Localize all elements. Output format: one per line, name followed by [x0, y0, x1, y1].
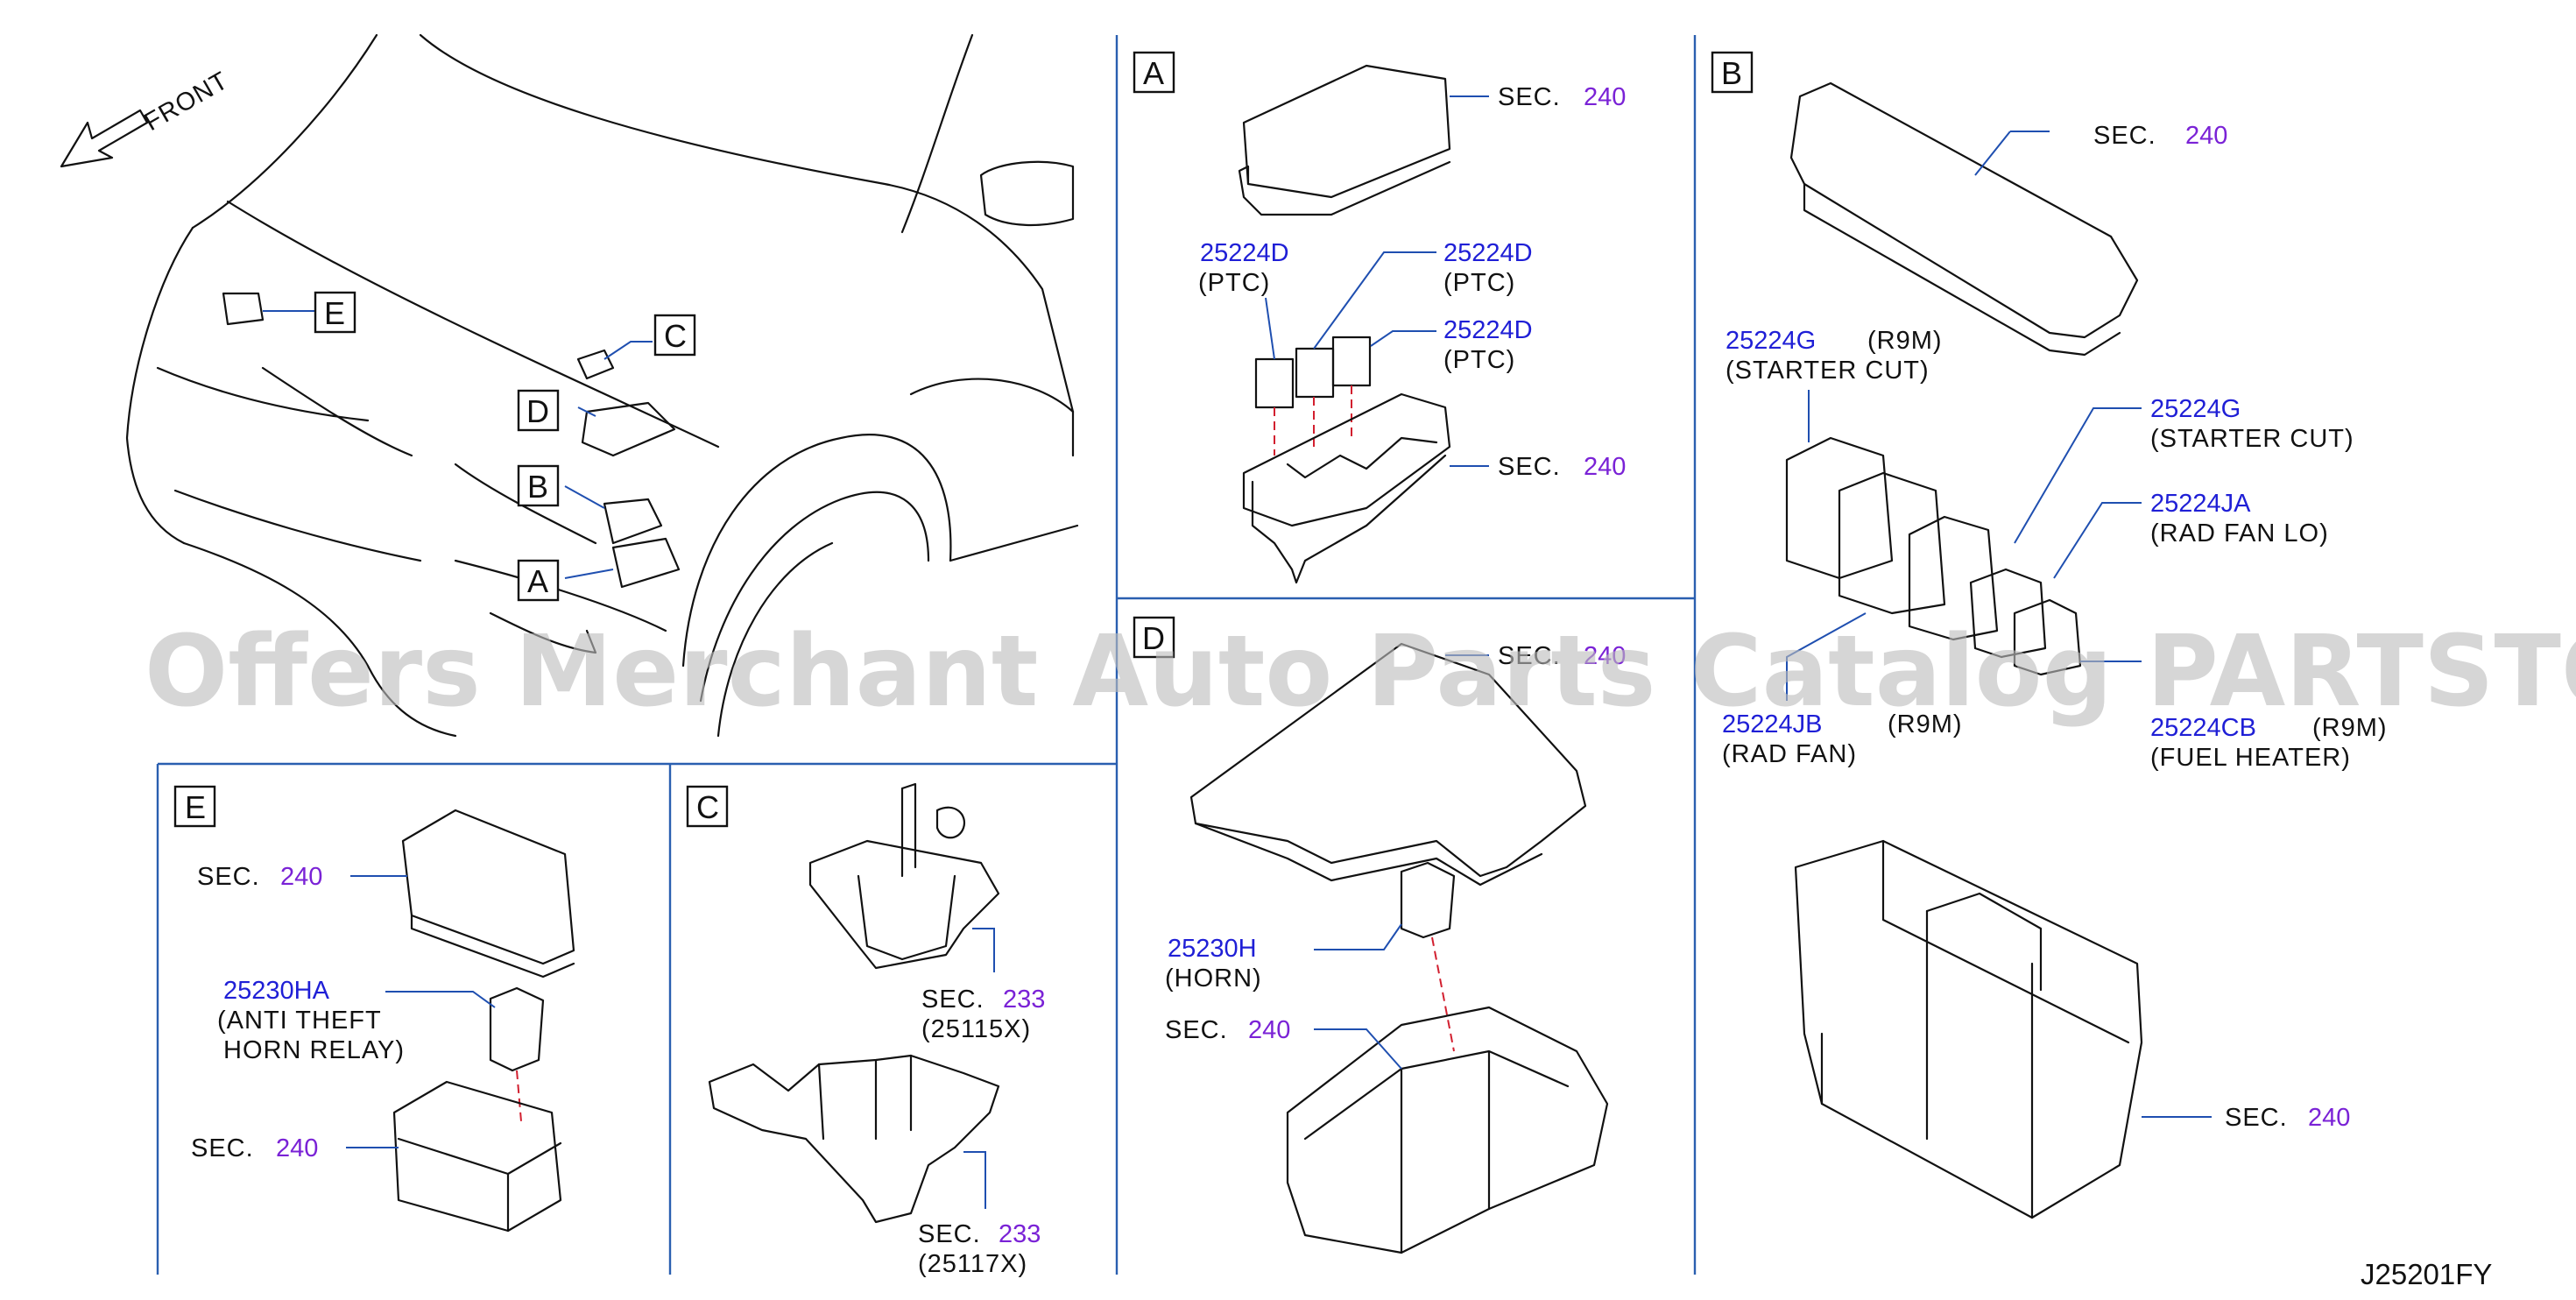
- a-ptc-desc-2: (PTC): [1443, 269, 1515, 297]
- a-block-sec-number: 240: [1584, 453, 1626, 481]
- callout-box-d: [517, 389, 560, 432]
- panel-e-label-box: [173, 785, 216, 828]
- e-cover-sec-number: 240: [280, 863, 322, 891]
- b-g-part-2: 25224G: [2150, 395, 2241, 423]
- e-cover-sec-prefix: SEC.: [197, 863, 260, 891]
- callout-box-e: [314, 291, 356, 334]
- a-cover-sec-prefix: SEC.: [1498, 83, 1561, 111]
- d-block-sec-prefix: SEC.: [1165, 1016, 1228, 1044]
- b-block-sec-number: 240: [2308, 1104, 2350, 1132]
- panel-e: E SEC. 240 25230HA (ANTI THEFT HORN RELA…: [173, 785, 575, 1233]
- b-cb-r9m: (R9M): [2312, 714, 2388, 742]
- e-base-sec-number: 240: [276, 1134, 318, 1162]
- callout-box-c: [653, 314, 696, 357]
- e-base-sec-prefix: SEC.: [191, 1134, 254, 1162]
- b-g-desc-2: (STARTER CUT): [2150, 425, 2354, 453]
- a-ptc-desc-1: (PTC): [1198, 269, 1270, 297]
- b-g-part-1: 25224G: [1726, 327, 1816, 355]
- panel-c: C SEC. 233 (25115X) SEC. 233 (25117X): [686, 782, 1045, 1278]
- panel-c-label: C: [696, 789, 719, 825]
- e-relay-part: 25230HA: [223, 977, 330, 1005]
- c-bracket-sec-prefix: SEC.: [918, 1220, 981, 1248]
- panel-d-label: D: [1142, 620, 1165, 656]
- callout-box-b: [517, 464, 560, 507]
- callout-letter-a: A: [527, 563, 548, 599]
- panel-a-label: A: [1143, 55, 1164, 91]
- c-relay-sec-prefix: SEC.: [921, 986, 985, 1014]
- callout-letter-d: D: [526, 393, 549, 429]
- callout-letter-c: C: [664, 318, 687, 354]
- panel-c-label-box: [686, 785, 729, 828]
- panel-b-label-box: [1711, 51, 1754, 94]
- callout-letter-e: E: [324, 295, 345, 331]
- d-block-sec-number: 240: [1248, 1016, 1290, 1044]
- b-cover-sec-prefix: SEC.: [2093, 122, 2156, 150]
- a-block-sec-prefix: SEC.: [1498, 453, 1561, 481]
- e-relay-desc-1: (ANTI THEFT: [217, 1007, 382, 1035]
- panel-dividers: [156, 35, 1697, 1275]
- d-cover-sec-prefix: SEC.: [1498, 642, 1561, 670]
- vehicle-overview: FRONT E C: [60, 33, 1079, 738]
- b-cb-part: 25224CB: [2150, 714, 2256, 742]
- a-ptc-part-3: 25224D: [1443, 316, 1533, 344]
- c-relay-sub: (25115X): [921, 1015, 1031, 1043]
- b-block-sec-prefix: SEC.: [2225, 1104, 2288, 1132]
- b-ja-desc: (RAD FAN LO): [2150, 519, 2329, 548]
- panel-d-label-box: [1133, 616, 1175, 659]
- panel-a-label-box: [1133, 51, 1175, 94]
- front-label: FRONT: [140, 67, 234, 137]
- a-ptc-part-2: 25224D: [1443, 239, 1533, 267]
- c-bracket-sec-number: 233: [999, 1220, 1041, 1248]
- b-cover-sec-number: 240: [2185, 122, 2227, 150]
- callout-box-a: [517, 559, 560, 602]
- b-g-desc-1: (STARTER CUT): [1726, 357, 1930, 385]
- front-arrow-icon: [60, 109, 149, 168]
- d-cover-sec-number: 240: [1584, 642, 1626, 670]
- a-ptc-desc-3: (PTC): [1443, 346, 1515, 374]
- e-relay-desc-2: HORN RELAY): [223, 1036, 405, 1064]
- drawing-code: J25201FY: [2361, 1258, 2492, 1290]
- b-g-r9m-1: (R9M): [1867, 327, 1943, 355]
- panel-a: A SEC. 240 25224D (PTC) 25224D (PTC) 252…: [1133, 51, 1626, 584]
- b-jb-r9m: (R9M): [1888, 710, 1963, 738]
- c-bracket-sub: (25117X): [918, 1250, 1027, 1278]
- panel-b: B SEC. 240 25224G (R9M) (STARTER CUT) 25…: [1711, 51, 2388, 1219]
- watermark: Offers Merchant Auto Parts Catalog PARTS…: [145, 615, 2576, 729]
- d-horn-part: 25230H: [1168, 935, 1257, 963]
- panel-d: D SEC. 240 25230H (HORN) SEC. 240: [1133, 616, 1626, 1254]
- c-relay-sec-number: 233: [1003, 986, 1045, 1014]
- a-ptc-part-1: 25224D: [1200, 239, 1289, 267]
- panel-b-label: B: [1721, 55, 1742, 91]
- b-ja-part: 25224JA: [2150, 490, 2251, 518]
- b-cb-desc: (FUEL HEATER): [2150, 744, 2351, 772]
- d-horn-desc: (HORN): [1165, 964, 1262, 993]
- b-jb-part: 25224JB: [1722, 710, 1823, 738]
- panel-e-label: E: [185, 789, 206, 825]
- a-cover-sec-number: 240: [1584, 83, 1626, 111]
- b-jb-desc: (RAD FAN): [1722, 740, 1857, 768]
- callout-letter-b: B: [527, 469, 548, 505]
